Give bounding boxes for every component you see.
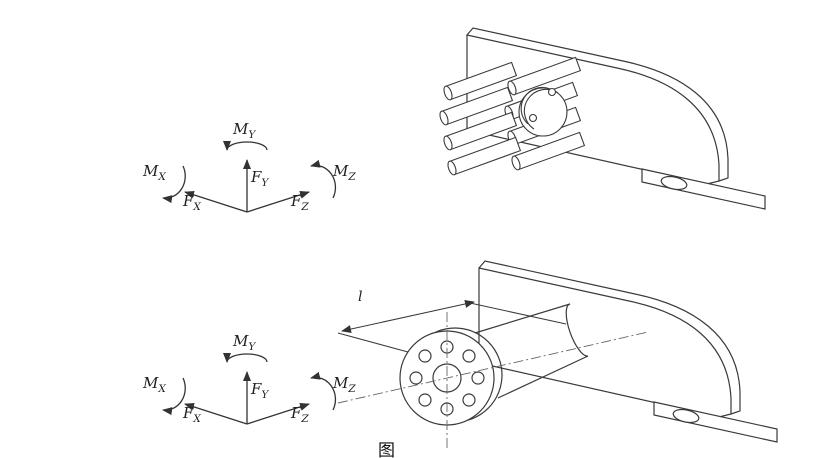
centerlines [337,312,649,450]
label-mx: MX [142,374,166,395]
label-my: MY [232,332,256,353]
label-fx: FX [182,404,201,425]
coordinate-system-top: MY FY MX FX FZ MZ [142,120,356,213]
dimension-label: l [358,289,362,305]
label-mz: MZ [332,374,356,395]
label-my: MY [232,120,256,141]
center-boss [518,86,568,137]
label-fy: FY [250,380,269,401]
label-fy: FY [250,168,269,189]
label-mz: MZ [332,162,356,183]
dimension-l: l [337,289,567,353]
label-fz: FZ [290,404,309,425]
shaft [474,303,589,399]
label-fz: FZ [290,192,309,213]
label-fx: FX [182,192,201,213]
label-mx: MX [142,162,166,183]
coordinate-system-bottom: MY FY MX FX FZ MZ [142,332,356,425]
flange-plate [478,260,778,443]
caption-text: 图 [378,441,395,458]
flange-assembly-drawing: l [337,260,778,450]
pin-bracket-drawing [437,27,766,210]
